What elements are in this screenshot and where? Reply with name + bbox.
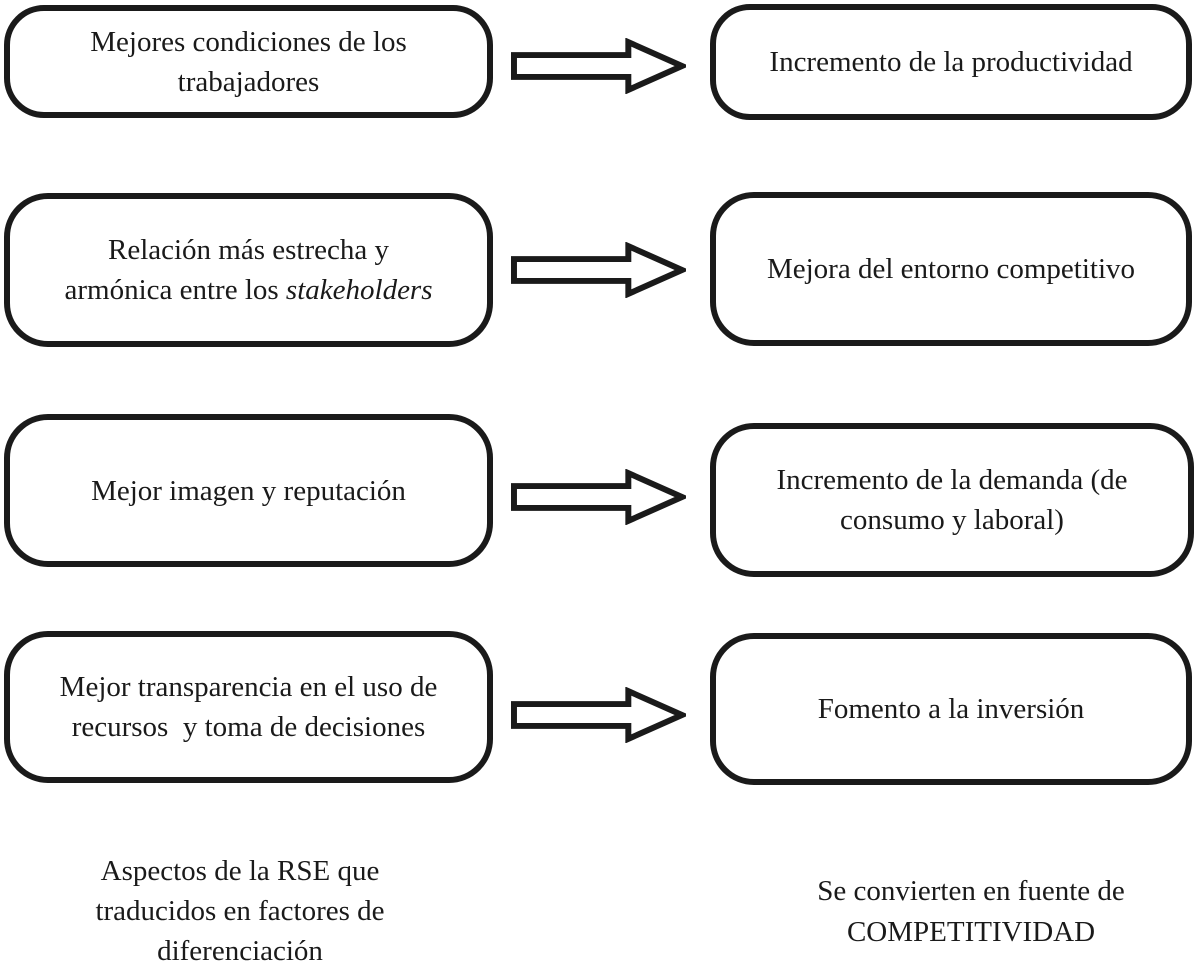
right-column-caption: Se convierten en fuente de COMPETITIVIDA… xyxy=(771,871,1171,953)
flow-box-mejora-entorno: Mejora del entorno competitivo xyxy=(710,192,1192,346)
caption-line: traducidos en factores de xyxy=(95,895,385,927)
flow-box-mejores-condiciones: Mejores condiciones de los trabajadores xyxy=(4,5,493,118)
flow-box-incremento-demanda: Incremento de la demanda (de consumo y l… xyxy=(710,423,1194,577)
left-column-caption: Aspectos de la RSE que traducidos en fac… xyxy=(40,851,440,967)
box-text-line: Fomento a la inversión xyxy=(817,693,1085,725)
flow-box-fomento-inversion: Fomento a la inversión xyxy=(710,633,1192,785)
box-text-line: Mejores condiciones de los xyxy=(90,25,407,58)
box-text-line: consumo y laboral) xyxy=(840,504,1064,536)
box-text-line: recursos y toma de decisiones xyxy=(71,711,426,743)
flow-box-relacion-stakeholders: Relación más estrecha y armónica entre l… xyxy=(4,193,493,347)
box-text-line: Mejora del entorno competitivo xyxy=(766,253,1136,285)
right-arrow-icon xyxy=(511,38,686,94)
flow-box-incremento-productividad: Incremento de la productividad xyxy=(710,4,1192,120)
box-text-line: Relación más estrecha y xyxy=(107,234,390,266)
box-text-italic-segment: stakeholders xyxy=(285,274,433,306)
box-text-line: Mejor imagen y reputación xyxy=(91,474,406,507)
flow-box-transparencia: Mejor transparencia en el uso de recurso… xyxy=(4,631,493,783)
caption-line: diferenciación xyxy=(157,935,323,967)
caption-line: COMPETITIVIDAD xyxy=(846,916,1096,948)
box-text-line: Incremento de la demanda (de xyxy=(776,464,1128,496)
flow-box-imagen-reputacion: Mejor imagen y reputación xyxy=(4,414,493,567)
right-arrow-icon xyxy=(511,242,686,298)
box-text-line: Mejor transparencia en el uso de xyxy=(59,671,438,703)
box-text-line: trabajadores xyxy=(177,65,320,98)
right-arrow-icon xyxy=(511,687,686,743)
caption-line: Se convierten en fuente de xyxy=(817,875,1125,907)
box-text-line: armónica entre los stakeholders xyxy=(64,270,432,310)
right-arrow-icon xyxy=(511,469,686,525)
box-text-line: Incremento de la productividad xyxy=(769,46,1133,78)
caption-line: Aspectos de la RSE que xyxy=(100,855,380,887)
box-text-segment: armónica entre los xyxy=(64,274,286,306)
